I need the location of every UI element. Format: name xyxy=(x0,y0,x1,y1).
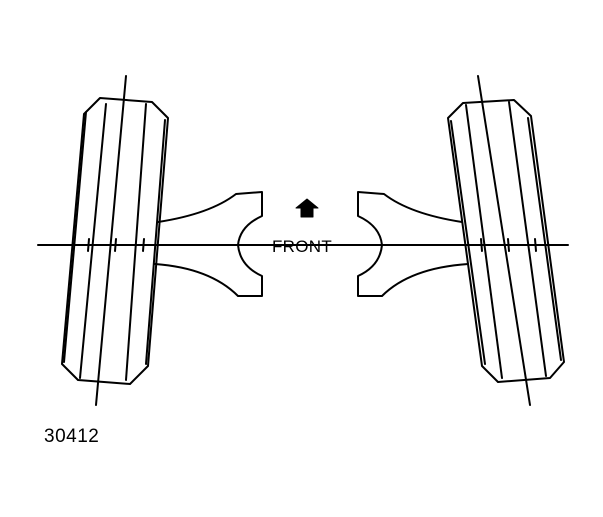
right-tire-tread-line xyxy=(465,104,503,379)
left-tire-tread-line xyxy=(79,103,107,379)
right-tire-outline xyxy=(447,99,565,383)
left-tire-tread-line xyxy=(145,119,166,365)
up-arrow-icon xyxy=(295,198,319,218)
right-hub-tick xyxy=(480,238,483,252)
left-hub-tick xyxy=(87,238,90,252)
left-hub-tick xyxy=(114,238,117,252)
right-hub-tick xyxy=(507,238,510,252)
right-tire-tread-line xyxy=(508,101,547,377)
left-knuckle-lower-arm xyxy=(154,244,263,297)
right-knuckle-upper-arm xyxy=(357,191,463,246)
left-wheel xyxy=(61,75,169,406)
right-tire-tread-line xyxy=(527,117,562,361)
right-tire-tread-line xyxy=(450,120,486,365)
right-knuckle xyxy=(357,191,469,297)
figure-number: 30412 xyxy=(44,426,100,447)
right-hub-tick xyxy=(534,238,537,252)
left-tire-tread-line xyxy=(125,103,147,381)
left-knuckle xyxy=(154,191,263,297)
left-knuckle-upper-arm xyxy=(157,191,263,246)
right-wheel-camber-line xyxy=(477,75,531,406)
front-label: FRONT xyxy=(272,237,333,256)
right-wheel xyxy=(447,75,565,406)
left-hub-tick xyxy=(142,238,145,252)
right-knuckle-lower-arm xyxy=(357,244,469,297)
left-tire-tread-line xyxy=(63,111,87,363)
left-tire-outline xyxy=(61,97,169,385)
left-wheel-camber-line xyxy=(95,75,127,406)
